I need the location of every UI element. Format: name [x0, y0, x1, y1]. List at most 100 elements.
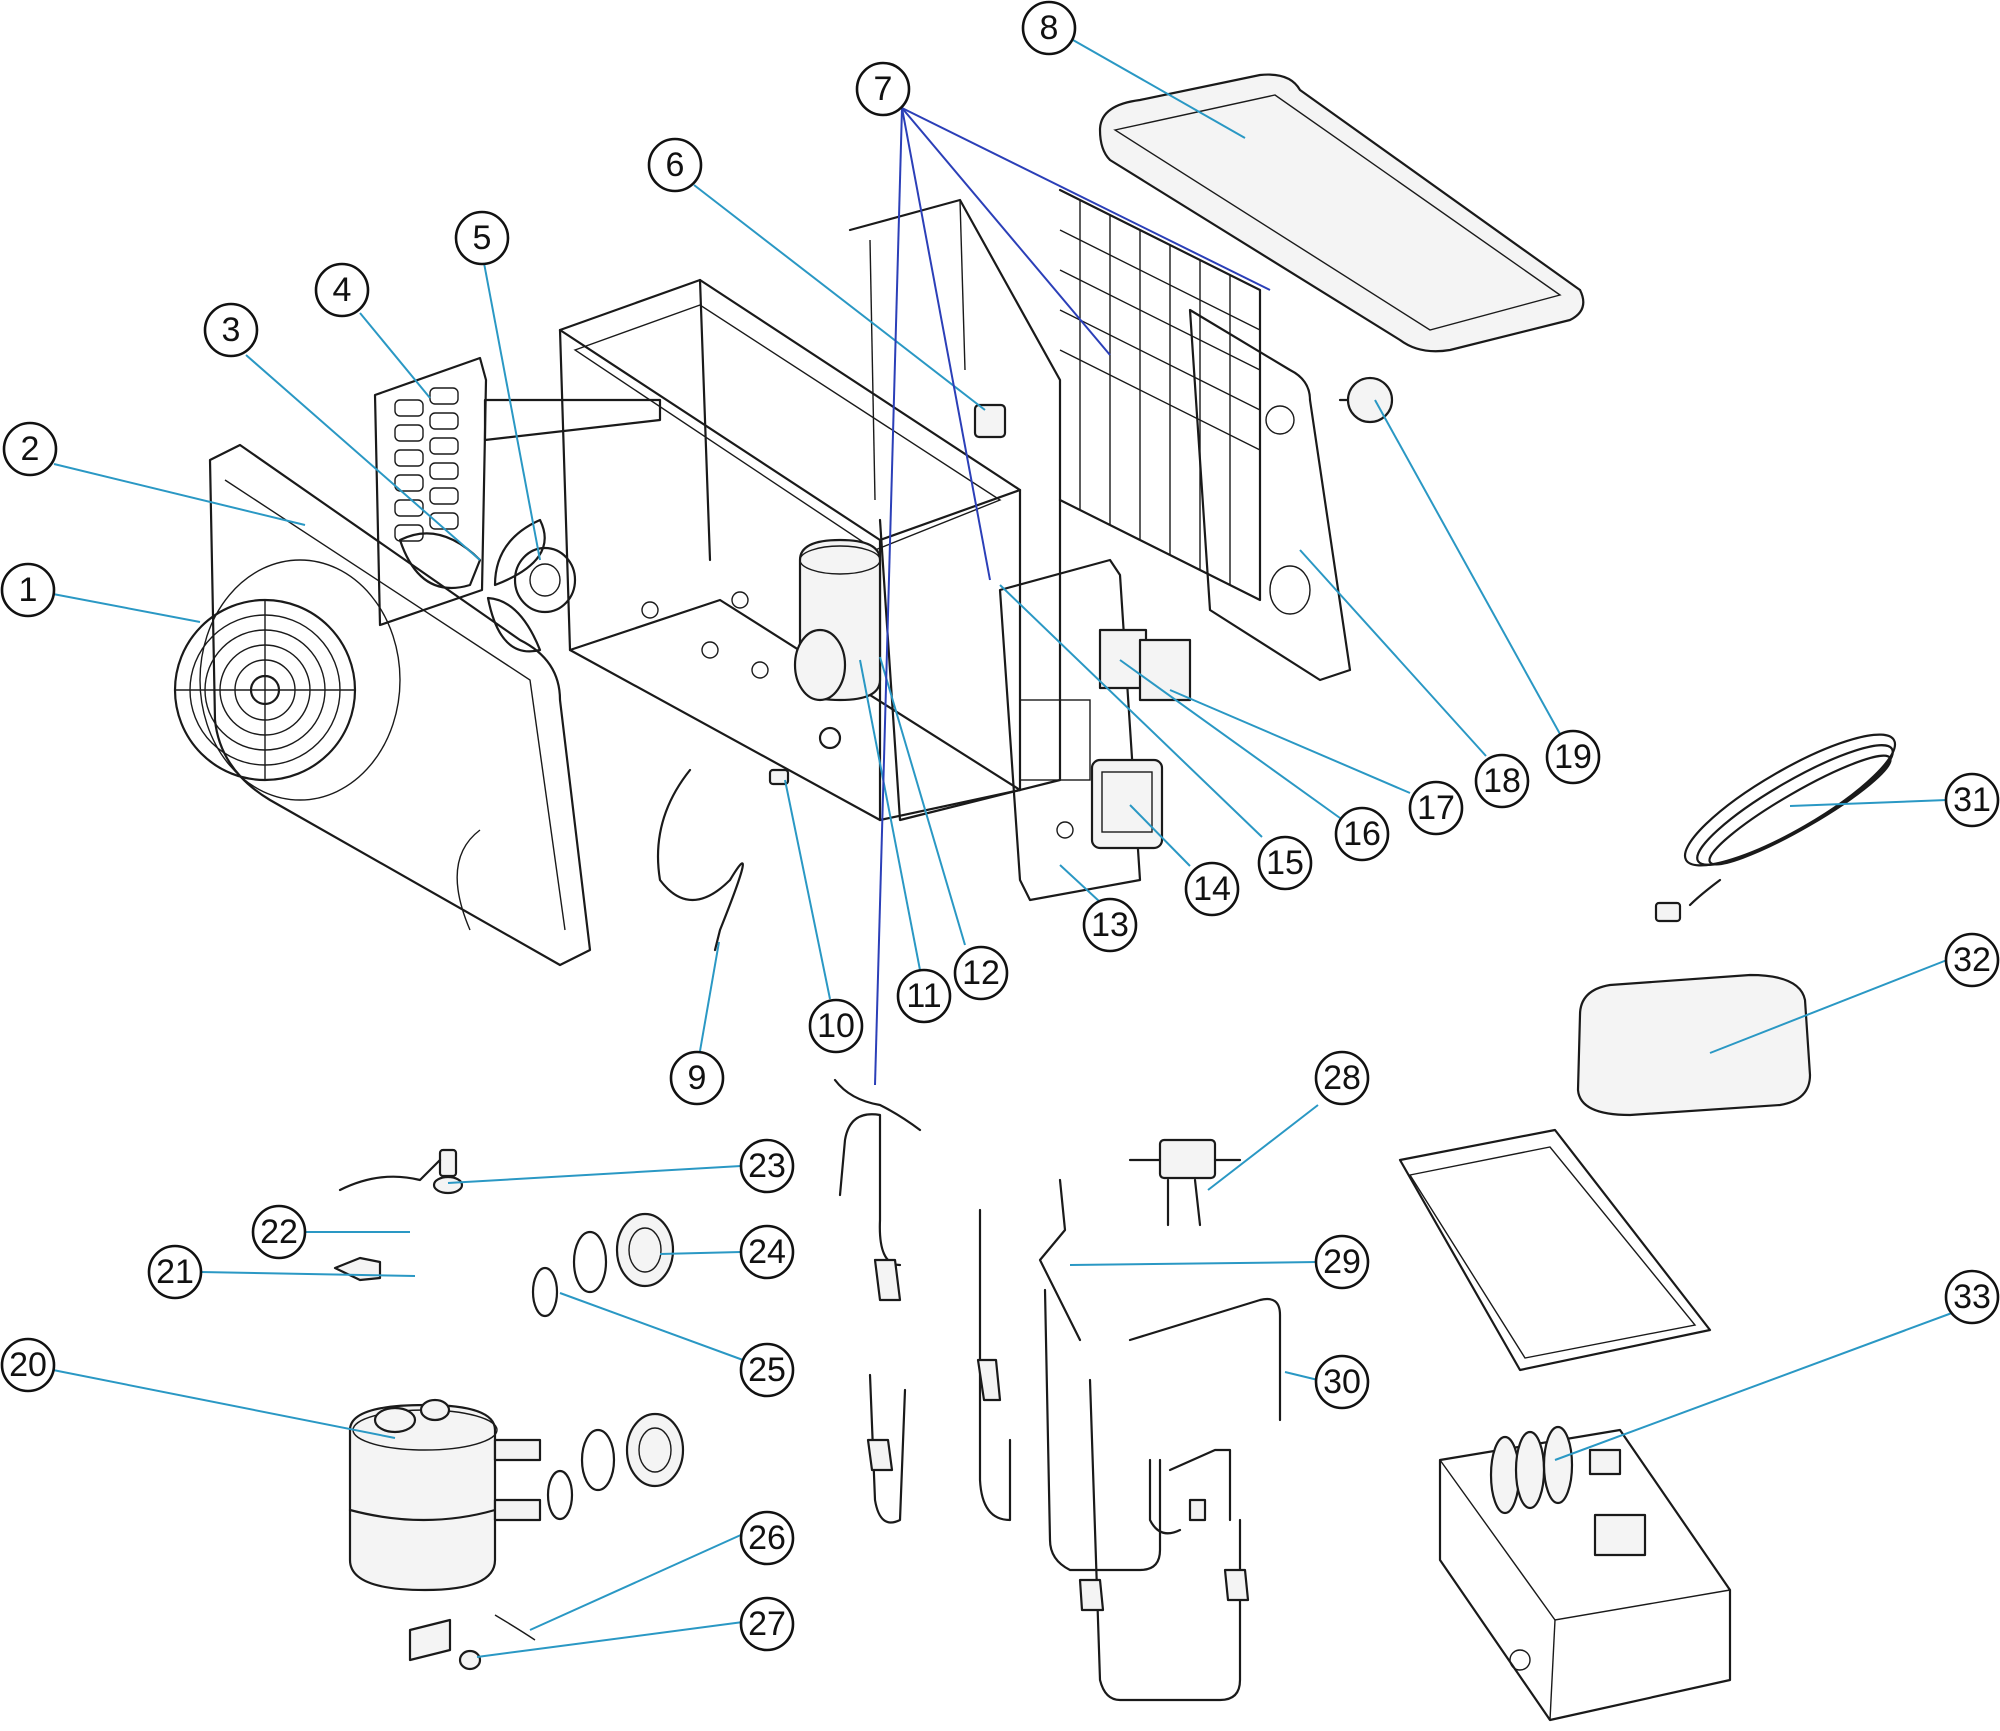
rear-panel — [848, 198, 1062, 822]
leader-24 — [659, 1251, 742, 1255]
svg-text:26: 26 — [748, 1519, 786, 1557]
leader-23 — [447, 1165, 742, 1184]
svg-text:18: 18 — [1483, 762, 1521, 800]
svg-text:25: 25 — [748, 1351, 786, 1389]
leader-16 — [1119, 659, 1341, 819]
callout-28: 28 — [1314, 1050, 1370, 1106]
side-panel — [1188, 308, 1352, 682]
leader-33 — [1554, 1309, 1961, 1461]
hose-fittings — [333, 1256, 382, 1282]
leader-6 — [693, 184, 986, 411]
callout-16: 16 — [1334, 806, 1390, 862]
leader-27 — [476, 1621, 744, 1658]
svg-text:21: 21 — [156, 1253, 194, 1291]
svg-text:33: 33 — [1953, 1278, 1991, 1316]
svg-text:23: 23 — [748, 1147, 786, 1185]
evaporator-coil — [1058, 188, 1262, 602]
winter-cover — [1576, 973, 1812, 1117]
svg-text:1: 1 — [19, 571, 38, 609]
svg-text:28: 28 — [1323, 1059, 1361, 1097]
callout-20: 20 — [0, 1337, 56, 1393]
svg-text:32: 32 — [1953, 941, 1991, 979]
leader-10 — [784, 779, 831, 1000]
callout-30: 30 — [1314, 1354, 1370, 1410]
callout-14: 14 — [1184, 861, 1240, 917]
leader-3 — [245, 354, 481, 561]
compressor — [793, 538, 882, 702]
leader-7a — [901, 107, 1271, 291]
leader-18 — [1299, 549, 1487, 757]
leader-7c — [874, 107, 903, 1086]
callout-32: 32 — [1944, 932, 2000, 988]
svg-text:24: 24 — [748, 1233, 786, 1271]
callout-13: 13 — [1082, 897, 1138, 953]
svg-text:10: 10 — [817, 1007, 855, 1045]
callout-15: 15 — [1257, 835, 1313, 891]
callout-25: 25 — [739, 1342, 795, 1398]
fan-motor — [513, 546, 577, 614]
callout-2: 2 — [2, 421, 58, 477]
svg-text:16: 16 — [1343, 815, 1381, 853]
svg-text:17: 17 — [1417, 789, 1455, 827]
svg-text:8: 8 — [1040, 9, 1059, 47]
leader-30 — [1284, 1371, 1319, 1381]
leader-32 — [1709, 959, 1948, 1054]
svg-text:14: 14 — [1193, 870, 1231, 908]
leader-7b — [901, 107, 1111, 356]
leader-15 — [999, 584, 1263, 838]
control-box — [1398, 1128, 1732, 1722]
leader-4 — [359, 312, 431, 399]
refrigerant-piping — [833, 1078, 1282, 1702]
electrical-panel — [998, 558, 1142, 902]
svg-text:5: 5 — [473, 219, 492, 257]
leader-2 — [53, 463, 306, 526]
leader-8 — [1072, 39, 1246, 139]
svg-text:11: 11 — [906, 977, 941, 1015]
svg-text:15: 15 — [1266, 844, 1304, 882]
svg-text:19: 19 — [1554, 738, 1592, 776]
leader-7d — [901, 107, 991, 581]
callout-7: 7 — [855, 61, 911, 117]
drain-plug — [458, 1614, 536, 1671]
svg-text:6: 6 — [666, 146, 685, 184]
flow-switch — [338, 1148, 464, 1195]
drain-nipple — [768, 768, 790, 786]
svg-text:9: 9 — [688, 1059, 707, 1097]
svg-text:2: 2 — [21, 430, 40, 468]
callout-33: 33 — [1944, 1269, 2000, 1325]
callout-18: 18 — [1474, 753, 1530, 809]
callout-4: 4 — [314, 262, 370, 318]
svg-text:4: 4 — [333, 271, 352, 309]
callout-24: 24 — [739, 1224, 795, 1280]
callout-9: 9 — [669, 1050, 725, 1106]
leader-29 — [1069, 1261, 1319, 1266]
callout-26: 26 — [739, 1510, 795, 1566]
callout-1: 1 — [0, 562, 56, 618]
callout-12: 12 — [953, 945, 1009, 1001]
capillary-tube — [656, 768, 744, 952]
callout-6: 6 — [647, 137, 703, 193]
leader-13 — [1059, 864, 1101, 903]
callout-29: 29 — [1314, 1234, 1370, 1290]
svg-text:29: 29 — [1323, 1243, 1361, 1281]
fan-grille — [173, 598, 357, 782]
leader-9 — [699, 941, 720, 1052]
svg-text:12: 12 — [962, 954, 1000, 992]
callout-8: 8 — [1021, 0, 1077, 56]
leader-19 — [1374, 399, 1561, 735]
callout-22: 22 — [251, 1204, 307, 1260]
leader-31 — [1789, 799, 1948, 807]
leader-26 — [529, 1533, 744, 1631]
callout-21: 21 — [147, 1244, 203, 1300]
leader-12 — [879, 656, 966, 946]
svg-text:31: 31 — [1953, 781, 1991, 819]
leader-5 — [483, 262, 541, 561]
leader-21 — [199, 1271, 416, 1277]
rubber-feet — [818, 726, 842, 750]
callout-17: 17 — [1408, 780, 1464, 836]
fan-blade — [398, 518, 546, 653]
callout-23: 23 — [739, 1138, 795, 1194]
leader-17 — [1169, 689, 1411, 794]
terminal-blocks — [1098, 628, 1192, 702]
